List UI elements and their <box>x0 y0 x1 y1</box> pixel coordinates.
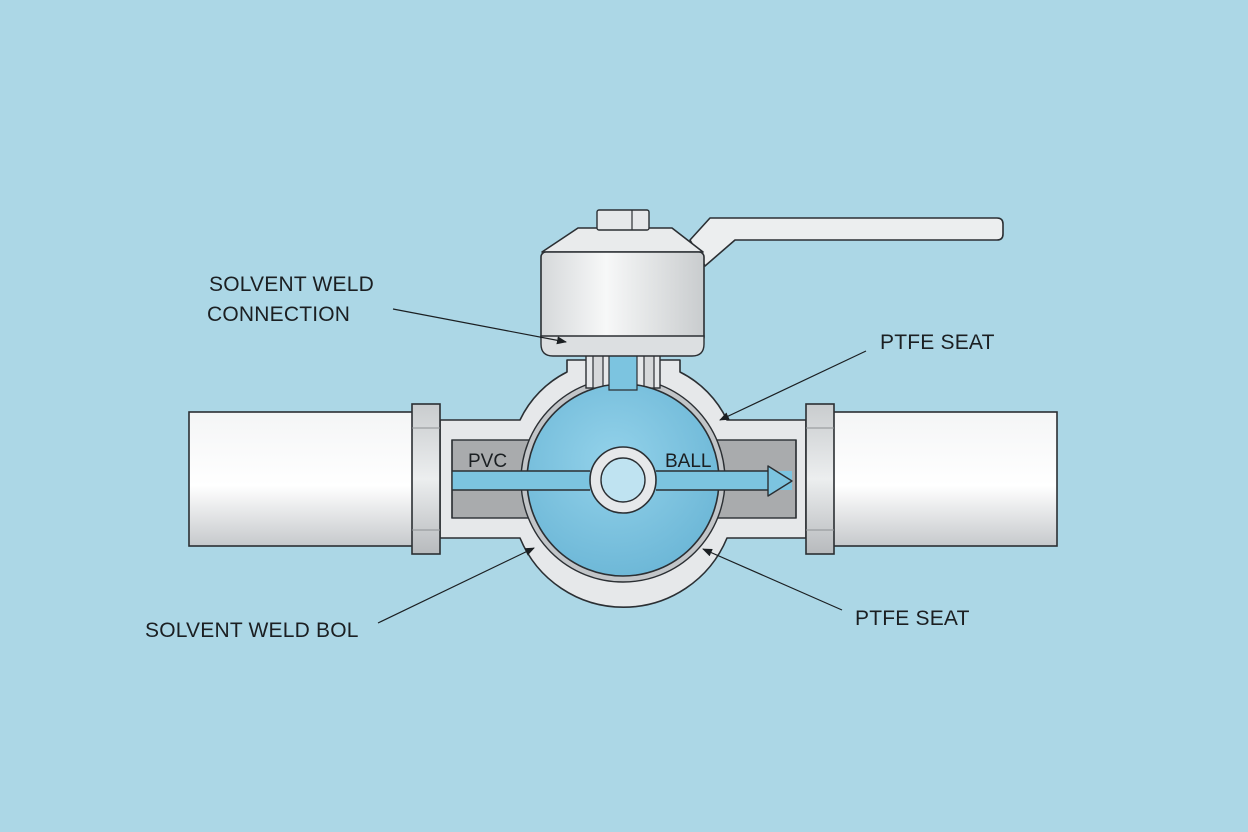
stem-nut <box>596 209 650 231</box>
flow-arrow-head <box>767 465 793 497</box>
right-pipe <box>831 411 1058 547</box>
handle-lever <box>689 217 1004 267</box>
valve-cap <box>540 251 705 343</box>
leader-ptfe-seat-bottom <box>702 548 843 611</box>
label-ptfe-seat-bottom: PTFE SEAT <box>855 607 970 630</box>
label-pvc: PVC <box>468 451 508 472</box>
leader-solvent-weld-connection <box>392 308 567 345</box>
valve-cap-top <box>541 227 704 253</box>
leader-ptfe-seat-top <box>719 350 867 421</box>
ball-hub-inner <box>600 457 646 503</box>
left-pipe <box>188 411 415 547</box>
label-ball: BALL <box>665 451 712 472</box>
label-solvent-weld-connection-line1: SOLVENT WELD <box>209 273 374 296</box>
label-solvent-weld-bol: SOLVENT WELD BOL <box>145 619 359 642</box>
label-ptfe-seat-top: PTFE SEAT <box>880 331 995 354</box>
right-flange <box>805 403 835 555</box>
left-flange <box>411 403 441 555</box>
valve-cap-base <box>540 335 705 357</box>
label-solvent-weld-connection-line2: CONNECTION <box>207 303 351 326</box>
leader-solvent-weld-bol <box>377 547 535 624</box>
